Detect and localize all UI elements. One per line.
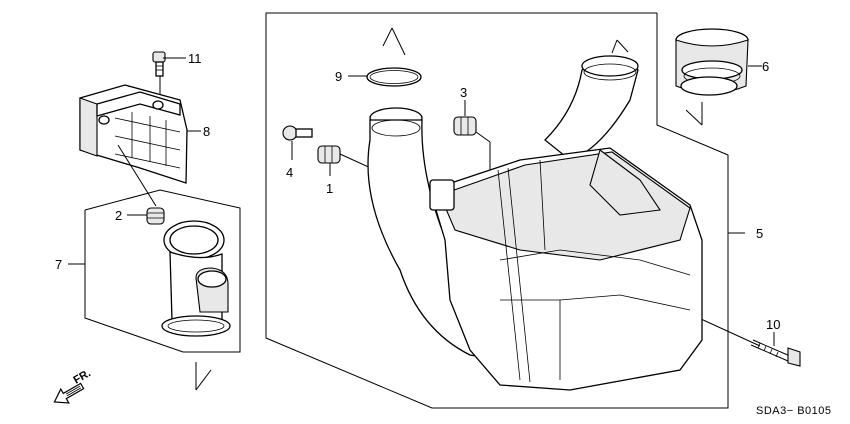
callout-6: 6 xyxy=(762,59,769,74)
callout-10: 10 xyxy=(766,317,780,332)
air-chamber-5 xyxy=(367,55,703,391)
callout-8: 8 xyxy=(203,124,210,139)
callout-7: 7 xyxy=(55,257,62,272)
assembly-frame-5 xyxy=(265,12,729,409)
bolt-10 xyxy=(750,332,801,367)
callout-2: 2 xyxy=(115,208,122,223)
o-ring-9 xyxy=(348,67,422,87)
callout-9: 9 xyxy=(335,69,342,84)
front-arrow-icon xyxy=(53,382,85,404)
front-arrow-label: FR. xyxy=(72,367,93,386)
bolt-11 xyxy=(152,51,186,104)
callout-1: 1 xyxy=(326,181,333,196)
hose-6 xyxy=(675,28,762,96)
assembly-frame-7 xyxy=(84,189,241,353)
pin-4 xyxy=(282,125,313,160)
diagram-code: SDA3− B0105 xyxy=(756,405,832,417)
resonator-duct-7 xyxy=(161,220,231,337)
grommet-3 xyxy=(453,100,491,178)
grommet-2 xyxy=(117,144,165,225)
callout-4: 4 xyxy=(286,165,293,180)
callout-3: 3 xyxy=(460,85,467,100)
bracket-8 xyxy=(79,84,201,184)
callout-11: 11 xyxy=(188,51,202,66)
callout-5: 5 xyxy=(756,226,763,241)
